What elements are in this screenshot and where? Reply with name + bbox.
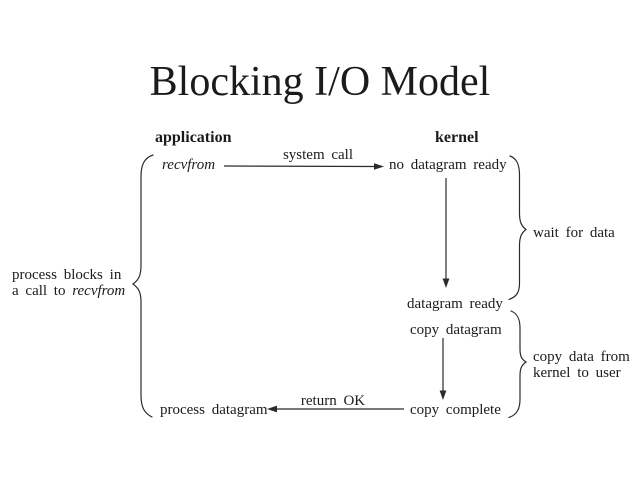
wait-arrow <box>442 178 450 288</box>
wait-for-data-brace <box>508 155 528 301</box>
arrowhead-down-icon <box>442 278 450 288</box>
process-blocks-note: process blocks in a call to recvfrom <box>12 267 125 299</box>
no-datagram-ready-label: no datagram ready <box>389 157 507 173</box>
process-datagram-label: process datagram <box>160 402 268 418</box>
page-title: Blocking I/O Model <box>149 59 491 105</box>
arrowhead-down-icon <box>439 390 447 400</box>
copy-note-line2: kernel to user <box>533 365 621 381</box>
copy-note: copy data from kernel to user <box>533 349 630 381</box>
process-blocks-line1: process blocks in <box>12 267 122 283</box>
copy-data-brace <box>508 310 528 419</box>
copy-note-line1: copy data from <box>533 349 630 365</box>
return-ok-label: return OK <box>300 393 366 409</box>
process-blocks-line2: a call to <box>12 283 66 299</box>
wait-for-data-label: wait for data <box>533 225 615 241</box>
system-call-arrow-line <box>223 165 375 168</box>
system-call-label: system call <box>282 147 354 163</box>
arrowhead-left-icon <box>267 405 277 413</box>
copy-datagram-label: copy datagram <box>410 322 502 338</box>
copy-arrow <box>439 338 447 400</box>
arrowhead-right-icon <box>374 163 384 170</box>
process-blocks-line2-recvfrom: recvfrom <box>72 283 126 299</box>
left-brace <box>131 154 154 418</box>
datagram-ready-label: datagram ready <box>407 296 503 312</box>
copy-complete-label: copy complete <box>410 402 501 418</box>
column-header-application: application <box>155 129 232 146</box>
recvfrom-label: recvfrom <box>162 157 216 173</box>
system-call-arrow <box>223 163 384 170</box>
column-header-kernel: kernel <box>435 129 479 146</box>
